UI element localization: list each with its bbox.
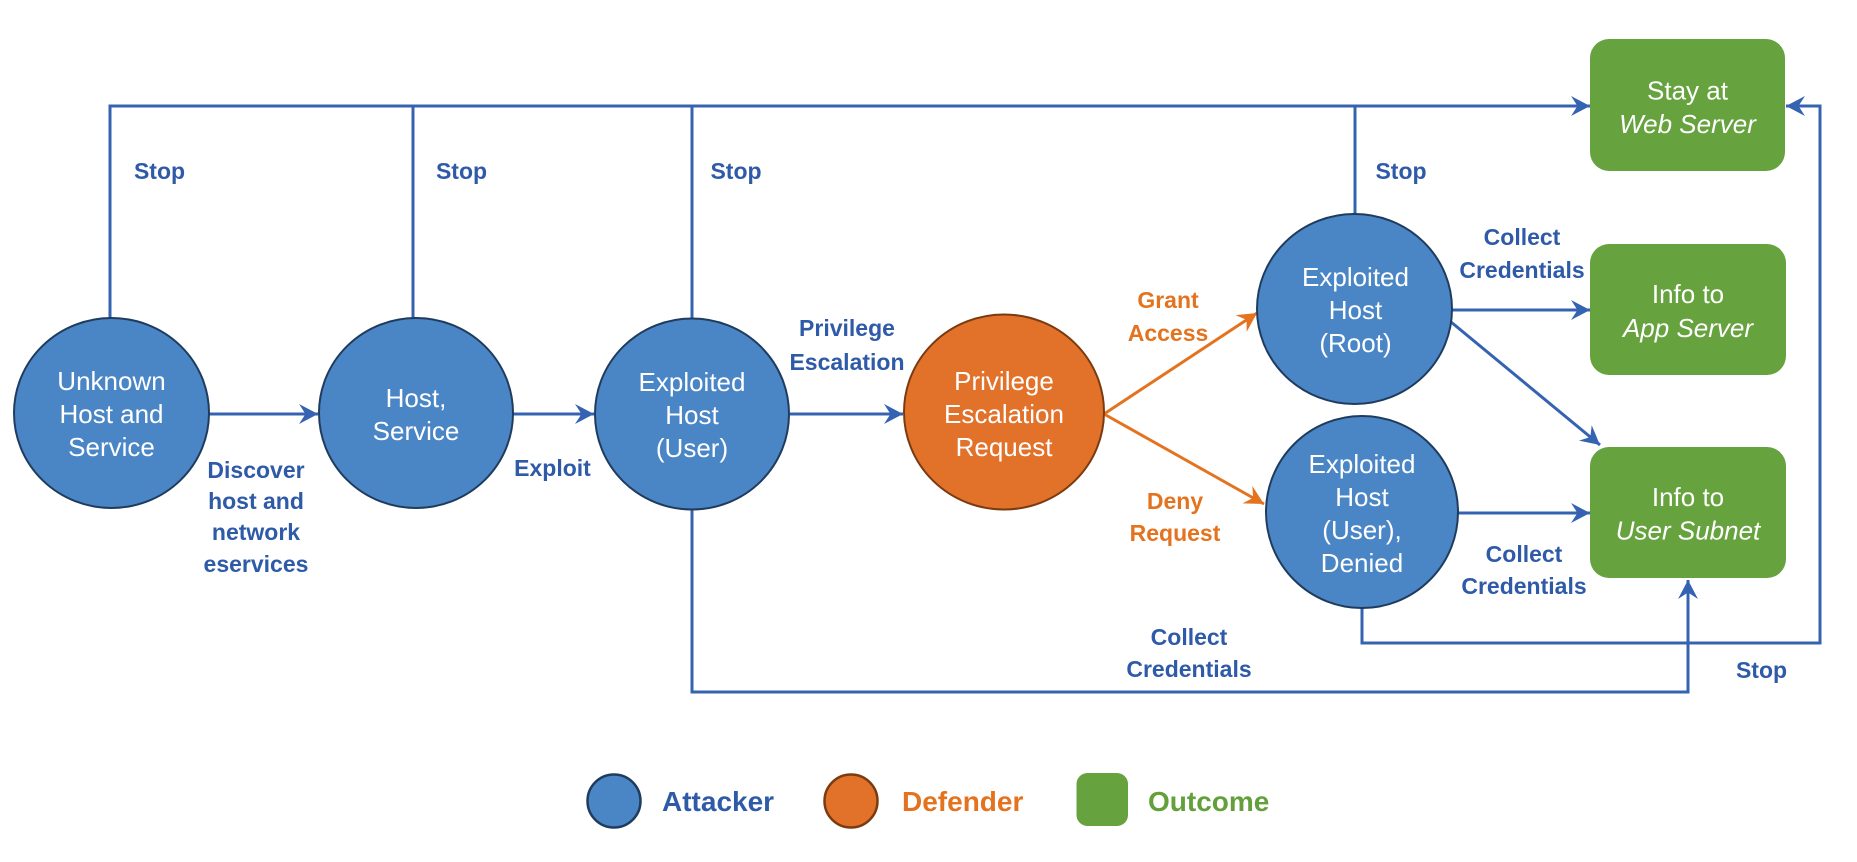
svg-text:Exploit: Exploit <box>514 455 591 481</box>
svg-text:Stop: Stop <box>710 158 761 184</box>
svg-text:Stop: Stop <box>436 158 487 184</box>
svg-text:Attacker: Attacker <box>662 786 774 817</box>
svg-text:Stop: Stop <box>134 158 185 184</box>
svg-text:Stop: Stop <box>1375 158 1426 184</box>
svg-text:Stop: Stop <box>1736 657 1787 683</box>
svg-text:Defender: Defender <box>902 786 1023 817</box>
svg-text:Outcome: Outcome <box>1148 786 1269 817</box>
